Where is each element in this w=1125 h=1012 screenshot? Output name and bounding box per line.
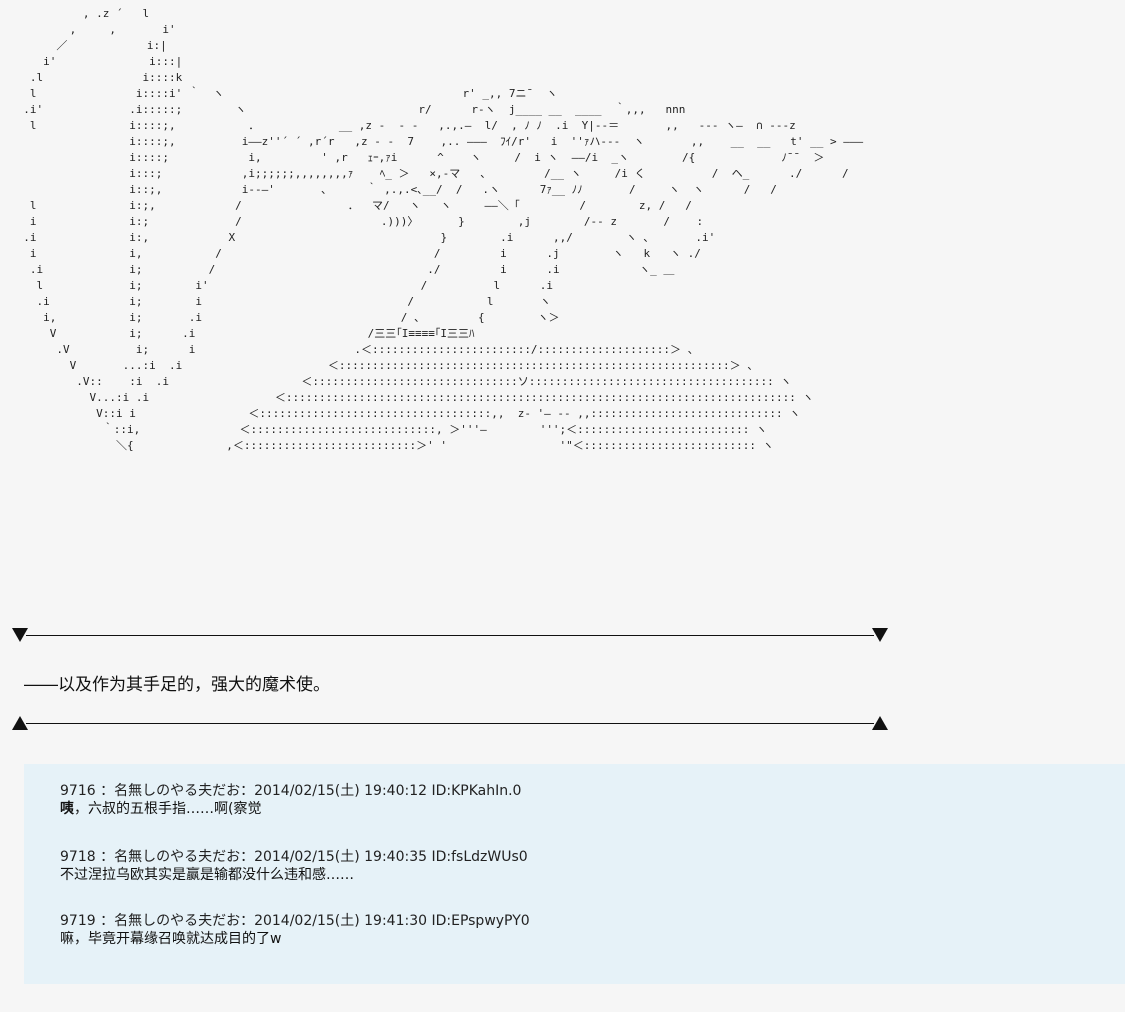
post-header: 9716 ：名無しのやる夫だお：2014/02/15(土) 19:40:12 I…	[60, 783, 522, 799]
narration-text: ――以及作为其手足的，强大的魔术使。	[24, 675, 330, 695]
post-body-text: 嘛，毕竟开幕缘召唤就达成目的了w	[60, 931, 282, 947]
divider-bottom	[12, 716, 888, 732]
post-header: 9718 ：名無しのやる夫だお：2014/02/15(土) 19:40:35 I…	[60, 849, 528, 865]
triangle-up-icon	[872, 716, 888, 730]
divider-top	[12, 628, 888, 644]
triangle-down-icon	[872, 628, 888, 642]
triangle-up-icon	[12, 716, 28, 730]
post-body-bold: 咦	[60, 801, 74, 817]
post-body: 嘛，毕竟开幕缘召唤就达成目的了w	[60, 930, 530, 948]
post-9718: 9718 ：名無しのやる夫だお：2014/02/15(土) 19:40:35 I…	[60, 848, 528, 884]
comment-section: 9716 ：名無しのやる夫だお：2014/02/15(土) 19:40:12 I…	[24, 764, 1125, 984]
divider-line	[26, 635, 874, 636]
post-body-text: ，六叔的五根手指……啊(察觉	[74, 801, 262, 817]
post-body: 咦，六叔的五根手指……啊(察觉	[60, 800, 521, 818]
post-body: 不过涅拉乌欧其实是赢是输都没什么违和感……	[60, 866, 528, 884]
post-header: 9719 ：名無しのやる夫だお：2014/02/15(土) 19:41:30 I…	[60, 913, 530, 929]
triangle-down-icon	[12, 628, 28, 642]
post-9719: 9719 ：名無しのやる夫だお：2014/02/15(土) 19:41:30 I…	[60, 912, 530, 948]
post-9716: 9716 ：名無しのやる夫だお：2014/02/15(土) 19:40:12 I…	[60, 782, 521, 818]
divider-line	[26, 723, 874, 724]
ascii-art-figure: , .z ´ l , , i' ／ i:| i' i:::| .l i::::k…	[23, 7, 864, 452]
post-body-text: 不过涅拉乌欧其实是赢是输都没什么违和感……	[60, 867, 354, 883]
